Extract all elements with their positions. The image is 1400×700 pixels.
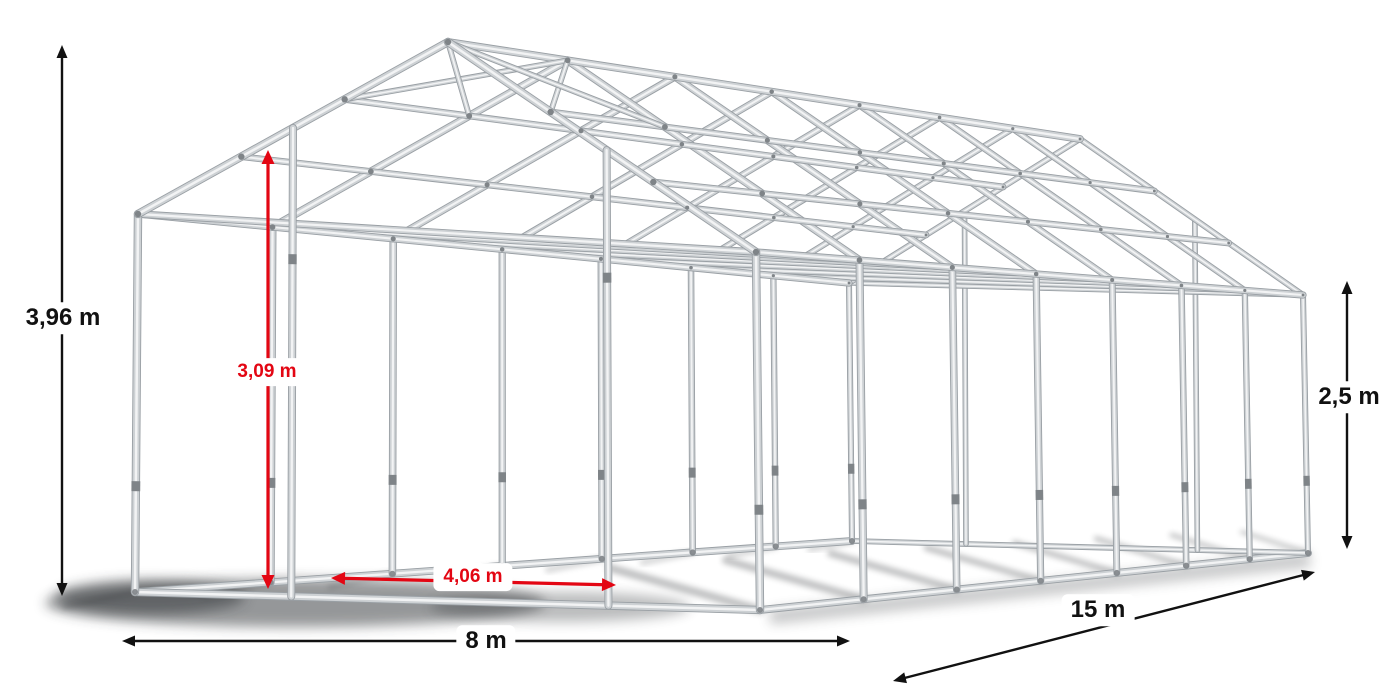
clamp-joints <box>132 38 1311 613</box>
dimension-label-width: 8 m <box>456 625 516 657</box>
dimension-label-entrance-height: 3,09 m <box>227 358 307 386</box>
dimension-arrows <box>56 45 1353 684</box>
frame-tubes <box>130 37 1312 615</box>
dimension-label-total-height: 3,96 m <box>16 302 110 334</box>
dimension-label-length: 15 m <box>1061 594 1135 626</box>
dimension-label-entrance-width: 4,06 m <box>433 563 513 591</box>
dimension-label-side-height: 2,5 m <box>1309 381 1389 413</box>
